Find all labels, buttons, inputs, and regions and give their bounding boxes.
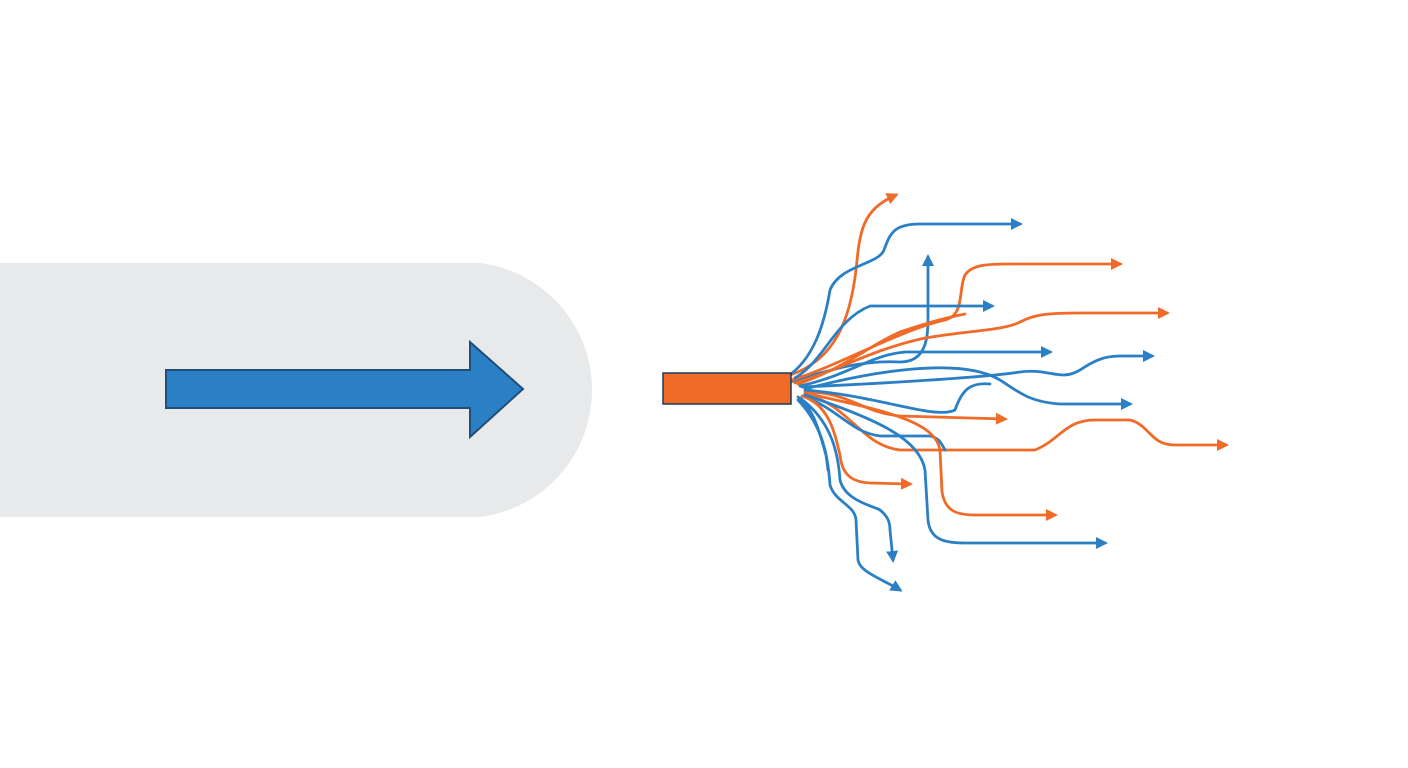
branch-arrow bbox=[788, 193, 899, 377]
branch-arrow bbox=[798, 396, 899, 563]
branch-arrow bbox=[803, 391, 1058, 521]
branch-arrow bbox=[801, 394, 947, 452]
branch-arrow bbox=[798, 346, 1053, 388]
branch-arrow bbox=[793, 300, 995, 380]
branch-arrow bbox=[800, 350, 1155, 389]
branch-arrow bbox=[803, 382, 992, 414]
branch-arrow bbox=[796, 395, 830, 472]
right-arrow-icon bbox=[165, 339, 525, 440]
branch-arrow bbox=[783, 218, 1023, 380]
branch-arrow bbox=[796, 312, 967, 386]
branch-arrow bbox=[800, 394, 913, 490]
branch-arrow bbox=[790, 258, 1123, 382]
branch-arrow bbox=[793, 307, 1170, 385]
source-bar bbox=[662, 372, 792, 405]
branch-arrow bbox=[803, 392, 1229, 452]
branch-arrow bbox=[803, 366, 1133, 410]
branch-arrow bbox=[803, 393, 1108, 549]
diverging-arrows bbox=[783, 193, 1229, 592]
